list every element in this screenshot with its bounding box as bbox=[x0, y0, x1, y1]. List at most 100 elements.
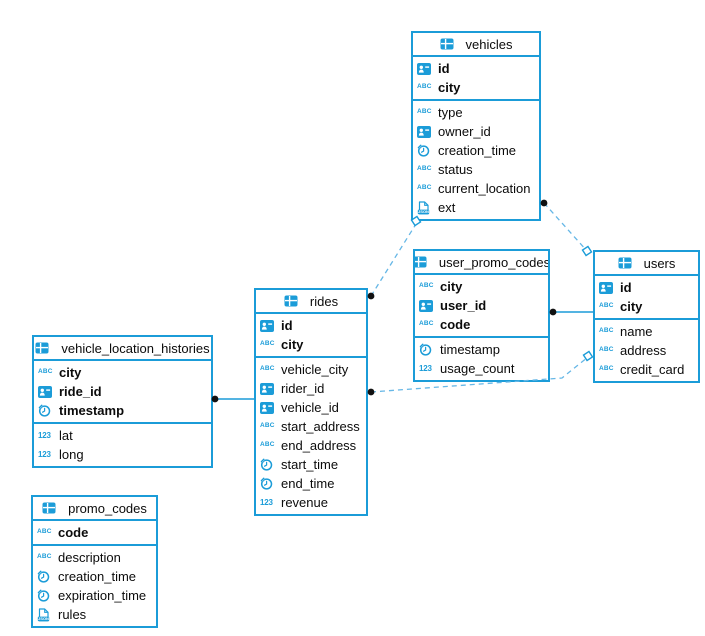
table-header[interactable]: user_promo_codes bbox=[415, 251, 548, 275]
abc-glyph: ABC bbox=[599, 302, 614, 310]
abc-text-icon: ABC bbox=[417, 84, 434, 91]
column-timestamp[interactable]: timestamp bbox=[415, 340, 548, 359]
column-start_time[interactable]: start_time bbox=[256, 455, 366, 474]
table-header[interactable]: promo_codes bbox=[33, 497, 156, 521]
column-name: rider_id bbox=[281, 381, 325, 396]
column-name: address bbox=[620, 343, 667, 358]
column-vehicle_id[interactable]: vehicle_id bbox=[256, 398, 366, 417]
id-badge-icon bbox=[260, 319, 277, 332]
column-end_time[interactable]: end_time bbox=[256, 474, 366, 493]
abc-glyph: ABC bbox=[599, 346, 614, 354]
column-id[interactable]: id bbox=[256, 316, 366, 335]
column-name: user_id bbox=[440, 298, 487, 313]
column-name: status bbox=[438, 162, 473, 177]
abc-glyph: ABC bbox=[417, 184, 432, 192]
column-name: id bbox=[438, 61, 450, 76]
column-name: ext bbox=[438, 200, 456, 215]
abc-glyph: ABC bbox=[419, 320, 434, 328]
column-name: expiration_time bbox=[58, 588, 147, 603]
id-badge-icon bbox=[599, 281, 616, 294]
abc-text-icon: ABC bbox=[599, 347, 616, 354]
column-user_id[interactable]: user_id bbox=[415, 296, 548, 315]
column-ext[interactable]: JSON ext bbox=[413, 198, 539, 217]
relation-many-end-dot bbox=[367, 292, 375, 300]
column-owner_id[interactable]: owner_id bbox=[413, 122, 539, 141]
column-name: end_time bbox=[281, 476, 335, 491]
abc-glyph: ABC bbox=[37, 528, 52, 536]
column-rider_id[interactable]: rider_id bbox=[256, 379, 366, 398]
column-timestamp[interactable]: timestamp bbox=[34, 401, 211, 420]
table-header[interactable]: vehicles bbox=[413, 33, 539, 57]
numeric-123-icon: 123 bbox=[38, 431, 55, 440]
relation-many-end-dot bbox=[549, 308, 557, 316]
relation-vehicles-to-users[interactable] bbox=[543, 202, 588, 252]
abc-glyph: ABC bbox=[417, 108, 432, 116]
column-id[interactable]: id bbox=[595, 278, 698, 297]
column-name: vehicle_id bbox=[281, 400, 339, 415]
abc-text-icon: ABC bbox=[599, 328, 616, 335]
table-header[interactable]: vehicle_location_histories bbox=[34, 337, 211, 361]
table-header[interactable]: rides bbox=[256, 290, 366, 314]
table-icon bbox=[42, 502, 59, 514]
123-glyph: 123 bbox=[38, 449, 51, 459]
table-title: promo_codes bbox=[68, 500, 147, 516]
column-name: rules bbox=[58, 607, 87, 622]
abc-text-icon: ABC bbox=[37, 554, 54, 561]
relation-rides-to-vehicles[interactable] bbox=[370, 223, 417, 297]
table-title: vehicles bbox=[465, 36, 513, 52]
relation-many-end-dot bbox=[367, 388, 375, 396]
table-icon bbox=[284, 295, 301, 307]
123-glyph: 123 bbox=[419, 363, 432, 373]
relation-one-end-diamond bbox=[582, 350, 594, 362]
column-name: lat bbox=[59, 428, 73, 443]
column-ride_id[interactable]: ride_id bbox=[34, 382, 211, 401]
column-lat[interactable]: 123 lat bbox=[34, 426, 211, 445]
abc-text-icon: ABC bbox=[599, 366, 616, 373]
json-glyph: JSON bbox=[418, 209, 429, 214]
column-type[interactable]: ABC type bbox=[413, 103, 539, 122]
column-name: ride_id bbox=[59, 384, 102, 399]
table-title: users bbox=[643, 255, 676, 271]
column-name: type bbox=[438, 105, 463, 120]
column-creation_time[interactable]: creation_time bbox=[413, 141, 539, 160]
column-address[interactable]: ABC address bbox=[595, 341, 698, 360]
id-badge-icon bbox=[417, 125, 434, 138]
clock-icon bbox=[38, 404, 55, 417]
column-name: creation_time bbox=[438, 143, 517, 158]
table-header[interactable]: users bbox=[595, 252, 698, 276]
column-id[interactable]: id bbox=[413, 59, 539, 78]
column-creation_time[interactable]: creation_time bbox=[33, 567, 156, 586]
column-name: start_address bbox=[281, 419, 360, 434]
column-expiration_time[interactable]: expiration_time bbox=[33, 586, 156, 605]
clock-icon bbox=[37, 570, 54, 583]
